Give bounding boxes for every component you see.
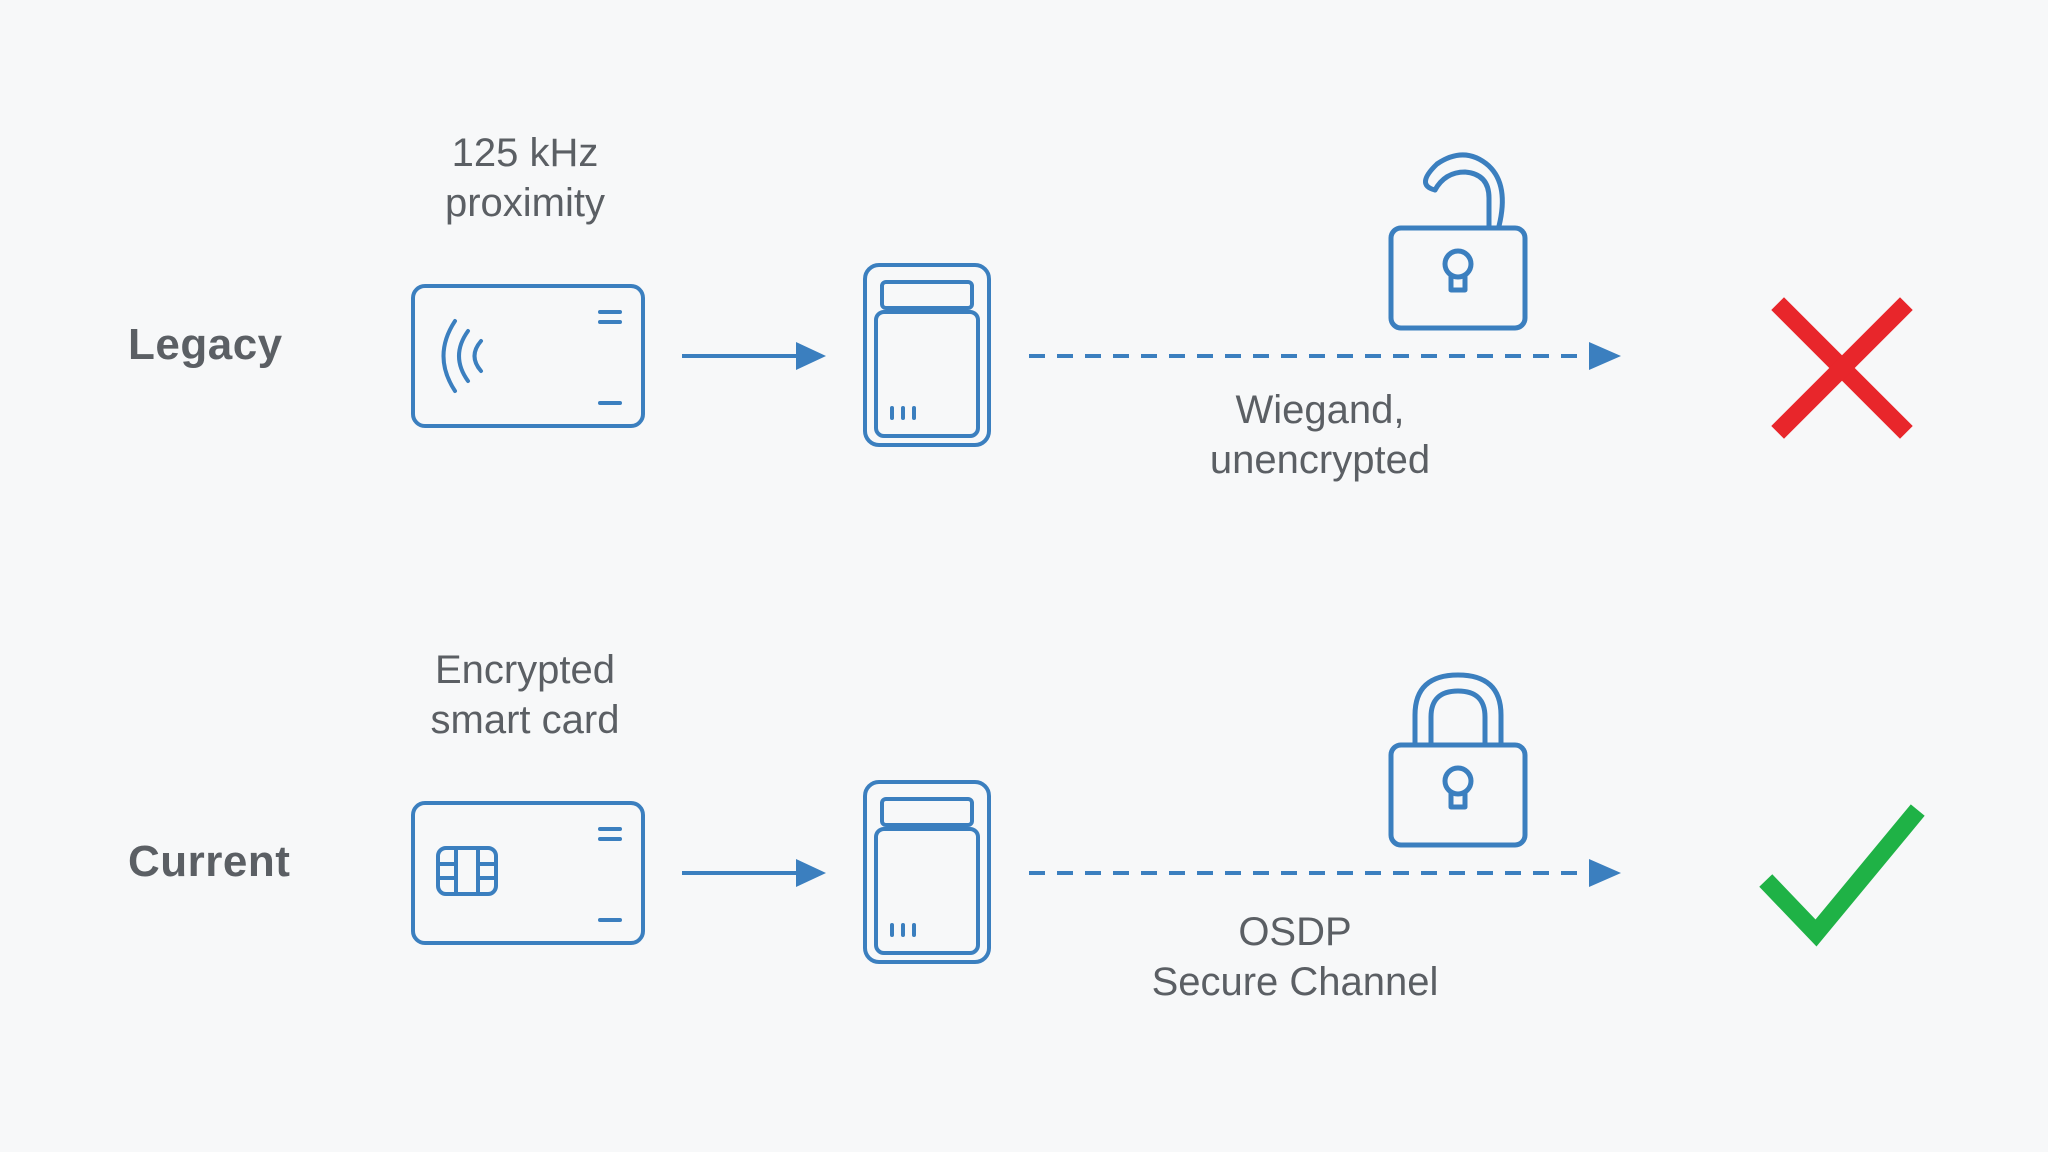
dashed-arrow-right-icon bbox=[1025, 855, 1625, 891]
card-reader-icon bbox=[862, 779, 992, 965]
arrow-right-icon bbox=[680, 855, 830, 891]
link-caption-legacy: Wiegand, unencrypted bbox=[1120, 385, 1520, 485]
green-checkmark-icon bbox=[1759, 804, 1925, 965]
proximity-card-icon bbox=[410, 283, 646, 429]
card-reader-icon bbox=[862, 262, 992, 448]
card-caption-legacy: 125 kHz proximity bbox=[360, 128, 690, 228]
card-caption-current: Encrypted smart card bbox=[360, 645, 690, 745]
card-caption-line2: proximity bbox=[444, 181, 606, 225]
card-caption-line2: smart card bbox=[430, 698, 620, 742]
smart-card-chip-icon bbox=[410, 800, 646, 946]
link-caption-current: OSDP Secure Channel bbox=[1095, 907, 1495, 1007]
link-caption-line2: Secure Channel bbox=[1151, 960, 1439, 1004]
link-caption-line1: Wiegand, bbox=[1235, 388, 1405, 432]
card-caption-line1: Encrypted bbox=[434, 648, 616, 692]
unlocked-padlock-icon bbox=[1385, 150, 1531, 336]
red-x-icon bbox=[1762, 288, 1922, 448]
link-caption-line1: OSDP bbox=[1238, 910, 1352, 954]
dashed-arrow-right-icon bbox=[1025, 338, 1625, 374]
arrow-right-icon bbox=[680, 338, 830, 374]
locked-padlock-icon bbox=[1385, 667, 1531, 853]
link-caption-line2: unencrypted bbox=[1209, 438, 1431, 482]
legacy-row: Legacy 125 kHz proximity bbox=[0, 100, 2048, 620]
row-label-current: Current bbox=[128, 837, 291, 886]
card-caption-line1: 125 kHz bbox=[451, 131, 599, 175]
row-label-legacy: Legacy bbox=[128, 320, 283, 369]
current-row: Current Encrypted smart card bbox=[0, 617, 2048, 1137]
